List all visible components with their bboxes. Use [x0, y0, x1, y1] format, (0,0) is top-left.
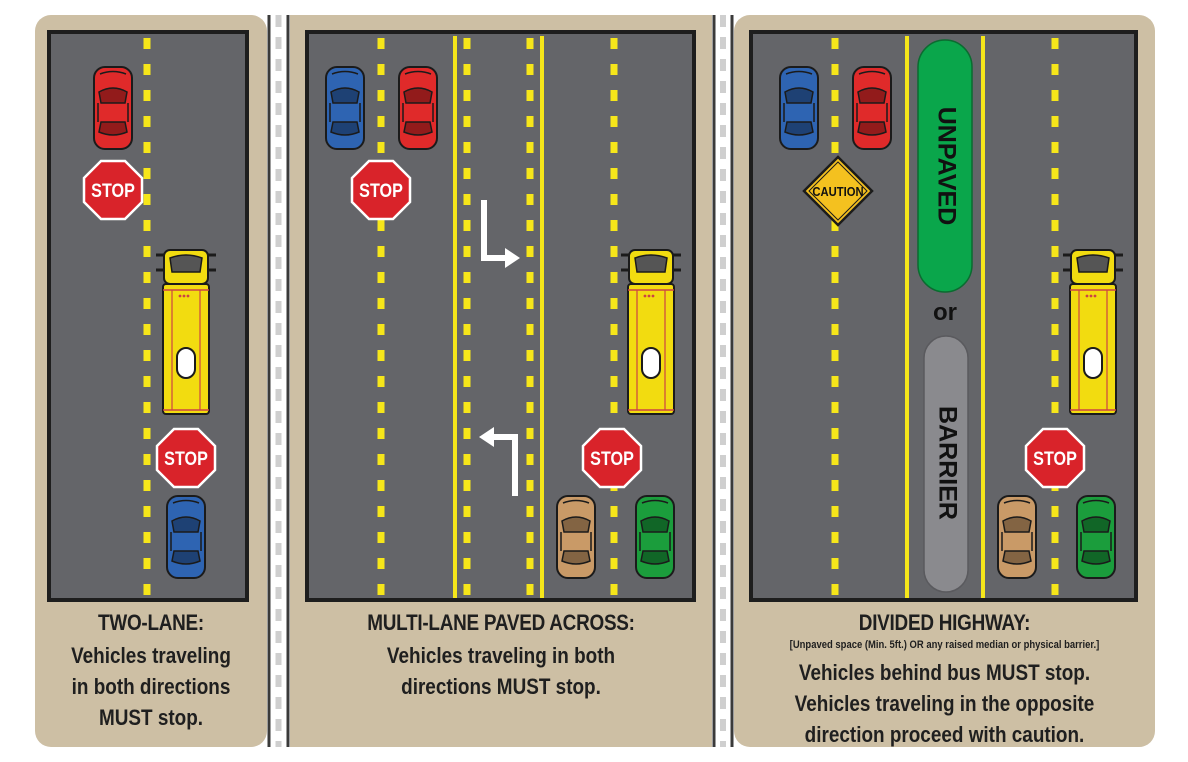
turn-arrow-left: [479, 427, 518, 496]
panel-title: TWO-LANE:: [98, 610, 204, 635]
car-red: [93, 66, 133, 150]
stop-sign: STOP: [581, 427, 643, 489]
caution-sign: CAUTION: [802, 155, 874, 227]
car-red: [852, 66, 892, 150]
turn-arrow-right: [481, 200, 520, 268]
car-tan: [556, 495, 596, 579]
stop-sign: STOP: [350, 159, 412, 221]
caption-line: Vehicles traveling in the opposite: [794, 691, 1095, 716]
caution-sign-text: CAUTION: [812, 184, 863, 199]
panel-multi-lane: STOP STOP: [305, 30, 696, 602]
stop-sign: STOP: [82, 159, 144, 221]
school-bus: [619, 248, 683, 416]
school-bus: [1061, 248, 1125, 416]
car-red: [398, 66, 438, 150]
car-blue: [166, 495, 206, 579]
caption-multi-lane: MULTI-LANE PAVED ACROSS: Vehicles travel…: [320, 610, 683, 702]
median-barrier-text: BARRIER: [933, 406, 961, 520]
stop-sign: STOP: [155, 427, 217, 489]
caption-line: directions MUST stop.: [401, 674, 601, 699]
caption-line: MUST stop.: [98, 705, 204, 730]
caption-divided-highway: DIVIDED HIGHWAY: [Unpaved space (Min. 5f…: [763, 610, 1125, 750]
stop-sign-text: STOP: [1033, 448, 1077, 470]
caption-line: Vehicles behind bus MUST stop.: [798, 660, 1091, 685]
panel-title: DIVIDED HIGHWAY:: [858, 610, 1031, 635]
caption-two-lane: TWO-LANE: Vehicles traveling in both dir…: [51, 610, 251, 733]
panel-title: MULTI-LANE PAVED ACROSS:: [367, 610, 635, 635]
median-unpaved-text: UNPAVED: [932, 107, 960, 226]
median-or-text: or: [933, 299, 957, 326]
median-barrier: BARRIER: [923, 335, 969, 593]
school-bus: [154, 248, 218, 416]
car-green: [1076, 495, 1116, 579]
car-green: [635, 495, 675, 579]
stop-sign-text: STOP: [164, 448, 208, 470]
median-unpaved: UNPAVED: [917, 39, 973, 293]
stop-sign-text: STOP: [91, 180, 135, 202]
stop-sign: STOP: [1024, 427, 1086, 489]
car-tan: [997, 495, 1037, 579]
car-blue: [779, 66, 819, 150]
panel-divided-highway: UNPAVED or BARRIER CAUTION STOP: [749, 30, 1138, 602]
stop-sign-text: STOP: [359, 180, 403, 202]
caption-line: Vehicles traveling: [71, 643, 231, 668]
stop-sign-text: STOP: [590, 448, 634, 470]
caption-line: Vehicles traveling in both: [386, 643, 616, 668]
car-blue: [325, 66, 365, 150]
panel-two-lane: STOP STOP: [47, 30, 249, 602]
caption-line: direction proceed with caution.: [804, 722, 1085, 747]
caption-line: in both directions: [71, 674, 231, 699]
panel-note: [Unpaved space (Min. 5ft.) OR any raised…: [789, 639, 1100, 651]
